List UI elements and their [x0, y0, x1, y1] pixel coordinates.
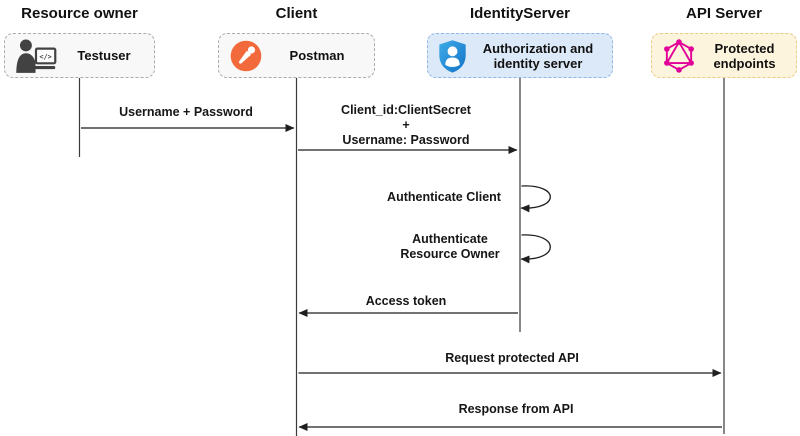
actor-box-identityserver: Authorization and identity server [427, 33, 613, 78]
message-label-access-token: Access token [365, 294, 447, 308]
message-line: Authenticate [412, 232, 488, 246]
message-line: Resource Owner [400, 247, 500, 261]
message-label-client-credentials: Client_id:ClientSecret + Username: Passw… [306, 103, 506, 148]
graphql-icon [661, 38, 697, 74]
actor-title-resource-owner: Resource owner [21, 5, 138, 22]
developer-at-computer-icon: </> [14, 37, 58, 74]
actor-label-identityserver: Authorization and identity server [482, 40, 594, 71]
arrow-authenticate-client-self-loop [520, 185, 551, 213]
message-label-username-password: Username + Password [119, 105, 253, 119]
actor-label-testuser: Testuser [77, 48, 131, 63]
actor-title-identityserver: IdentityServer [469, 5, 571, 22]
message-label-response-from-api: Response from API [458, 402, 574, 416]
actor-box-api-server: Protected endpoints [651, 33, 797, 78]
message-line: Username: Password [342, 133, 470, 147]
actor-box-testuser: </> Testuser [4, 33, 155, 78]
message-label-request-protected-api: Request protected API [445, 351, 579, 365]
actor-title-api-server: API Server [686, 5, 762, 22]
postman-icon [228, 38, 264, 74]
message-line: Client_id:ClientSecret [341, 103, 471, 117]
message-line: + [402, 118, 410, 132]
actor-label-postman: Postman [289, 48, 345, 63]
message-label-authenticate-client: Authenticate Client [387, 190, 501, 204]
shield-user-icon [437, 39, 468, 73]
message-label-authenticate-resource-owner: Authenticate Resource Owner [350, 232, 550, 262]
actor-label-api-server: Protected endpoints [713, 40, 776, 71]
actor-title-client: Client [275, 5, 318, 22]
arrow-authenticate-resource-owner-self-loop [520, 234, 551, 264]
actor-box-postman: Postman [218, 33, 375, 78]
code-glyph: </> [39, 53, 51, 61]
